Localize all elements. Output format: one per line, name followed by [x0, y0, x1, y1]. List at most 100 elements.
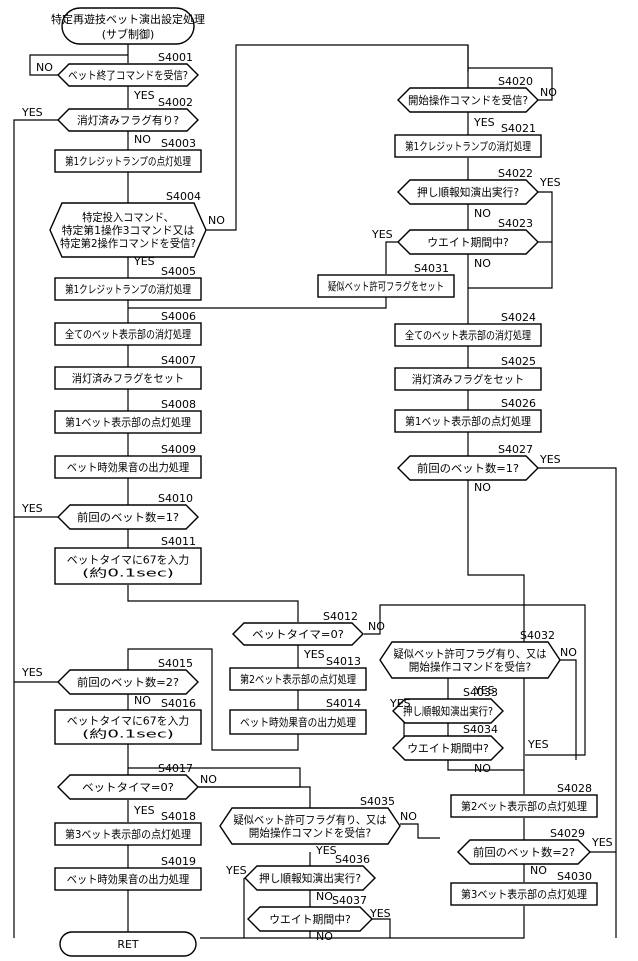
node-label: ベット終了コマンドを受信? [68, 68, 188, 82]
node-label: 前回のベット数=1? [417, 461, 519, 475]
yes-label: YES [303, 648, 325, 661]
no-label: NO [530, 864, 547, 877]
step-id: S4004 [166, 190, 201, 203]
node-label: 前回のベット数=2? [473, 845, 575, 859]
yes-label: YES [539, 453, 561, 466]
node-label: ベットタイマに67を入力 [67, 554, 189, 567]
node-label: ベット時効果音の出力処理 [67, 460, 189, 474]
yes-label: YES [133, 255, 155, 268]
node-label: 押し順報知演出実行? [417, 185, 519, 199]
no-label: NO [368, 620, 385, 633]
no-label: NO [316, 890, 333, 903]
step-id: S4007 [161, 354, 196, 367]
end-terminator: RET [60, 932, 196, 956]
node-label: ウエイト期間中? [269, 913, 351, 926]
step-id: S4014 [326, 697, 361, 710]
step-id: S4029 [550, 827, 585, 840]
step-id: S4010 [158, 492, 193, 505]
yes-label: YES [225, 864, 247, 877]
no-label: NO [134, 133, 151, 146]
step-id: S4001 [158, 51, 193, 64]
node-label: 消灯済みフラグをセット [412, 372, 524, 386]
yes-label: YES [21, 666, 43, 679]
step-id: S4005 [161, 265, 196, 278]
step-id: S4002 [158, 96, 193, 109]
step-id: S4006 [161, 310, 196, 323]
no-label: NO [474, 257, 491, 270]
no-label: NO [36, 61, 53, 74]
node-label: (約0.1sec) [82, 727, 174, 741]
step-id: S4030 [557, 870, 592, 883]
node-label: 疑似ベット許可フラグ有り、又は [394, 647, 547, 661]
no-label: NO [208, 214, 225, 227]
start-terminator: 特定再遊技ベット演出設定処理 (サブ制御) [51, 8, 205, 44]
step-id: S4011 [161, 535, 196, 548]
yes-label: YES [389, 697, 411, 710]
no-label: NO [474, 481, 491, 494]
node-label: 疑似ベット許可フラグをセット [328, 279, 444, 293]
node-label: 第3ベット表示部の点灯処理 [461, 887, 587, 901]
node-label: 全てのベット表示部の消灯処理 [405, 328, 531, 342]
node-label: ウエイト期間中? [427, 236, 509, 249]
step-id: S4034 [463, 723, 498, 736]
node-label: 第1クレジットランプの点灯処理 [65, 154, 191, 168]
yes-label: YES [473, 684, 495, 697]
yes-label: YES [591, 836, 613, 849]
step-id: S4018 [161, 810, 196, 823]
node-label: ベットタイマに67を入力 [67, 715, 189, 728]
yes-label: YES [369, 907, 391, 920]
step-id: S4027 [498, 443, 533, 456]
node-label: ウエイト期間中? [407, 742, 489, 755]
step-id: S4021 [501, 122, 536, 135]
step-id: S4003 [161, 137, 196, 150]
node-label: 消灯済みフラグ有り? [77, 113, 179, 127]
node-label: 第2ベット表示部の点灯処理 [461, 799, 587, 813]
node-label: (約0.1sec) [82, 566, 174, 580]
node-label: ベット時効果音の出力処理 [240, 715, 356, 729]
yes-label: YES [133, 89, 155, 102]
yes-label: YES [133, 804, 155, 817]
yes-label: YES [371, 228, 393, 241]
yes-label: YES [473, 116, 495, 129]
step-id: S4012 [323, 610, 358, 623]
step-id: S4023 [498, 217, 533, 230]
step-id: S4024 [501, 311, 536, 324]
node-label: 第1ベット表示部の点灯処理 [405, 414, 531, 428]
step-id: S4013 [326, 655, 361, 668]
step-id: S4020 [498, 75, 533, 88]
no-label: NO [316, 930, 333, 943]
node-label: 特定投入コマンド、 [82, 210, 174, 224]
node-label: ベット時効果音の出力処理 [67, 872, 189, 886]
step-id: S4017 [158, 762, 193, 775]
node-label: 第2ベット表示部の点灯処理 [240, 672, 356, 686]
step-id: S4008 [161, 398, 196, 411]
start-subtitle: (サブ制御) [102, 27, 155, 41]
node-label: 第3ベット表示部の点灯処理 [65, 827, 191, 841]
flowchart-nodes: ベット終了コマンドを受信? S4001 消灯済みフラグ有り? S4002 第1クレジット… [50, 51, 597, 931]
step-id: S4035 [360, 795, 395, 808]
no-label: NO [200, 773, 217, 786]
yes-label: YES [527, 738, 549, 751]
step-id: S4028 [557, 782, 592, 795]
step-id: S4032 [520, 629, 555, 642]
no-label: NO [540, 86, 557, 99]
no-label: NO [474, 207, 491, 220]
step-id: S4022 [498, 167, 533, 180]
yes-label: YES [539, 176, 561, 189]
node-label: 消灯済みフラグをセット [72, 371, 184, 385]
node-label: 開始操作コマンドを受信? [408, 93, 528, 107]
start-title: 特定再遊技ベット演出設定処理 [51, 12, 205, 26]
no-label: NO [400, 810, 417, 823]
node-label: 第1クレジットランプの消灯処理 [65, 282, 191, 296]
node-label: 押し順報知演出実行? [403, 704, 493, 718]
step-id: S4015 [158, 657, 193, 670]
node-label: 第1クレジットランプの消灯処理 [405, 139, 531, 153]
node-label: 全てのベット表示部の消灯処理 [65, 327, 191, 341]
step-id: S4016 [161, 697, 196, 710]
node-label: 開始操作コマンドを受信? [249, 826, 372, 840]
step-id: S4037 [332, 894, 367, 907]
node-label: 押し順報知演出実行? [259, 871, 361, 885]
node-label: 疑似ベット許可フラグ有り、又は [234, 813, 387, 827]
node-label: 特定第2操作コマンドを受信? [60, 236, 196, 250]
node-label: 開始操作コマンドを受信? [409, 660, 532, 674]
